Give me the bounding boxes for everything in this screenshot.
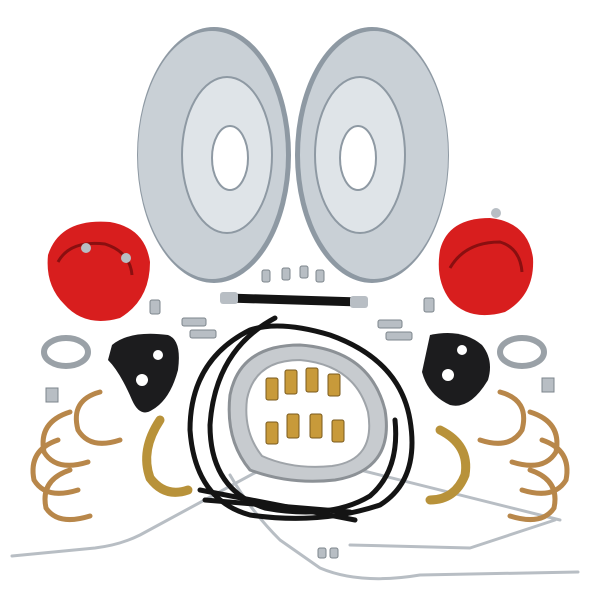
brake-hose: [220, 292, 368, 308]
ring-gear-bolts: [265, 367, 345, 445]
brake-line-fittings: [261, 265, 339, 559]
left-caliper: [47, 221, 150, 321]
right-rotor: [295, 27, 449, 283]
right-caliper: [438, 208, 534, 316]
retaining-clips: [30, 389, 570, 523]
hose-clamps: [41, 335, 555, 403]
caliper-bolts: [149, 297, 435, 341]
left-caliper-bracket: [108, 333, 179, 413]
right-caliper-bracket: [422, 332, 490, 406]
left-rotor: [137, 27, 291, 283]
parking-brake-cables: [187, 315, 415, 523]
